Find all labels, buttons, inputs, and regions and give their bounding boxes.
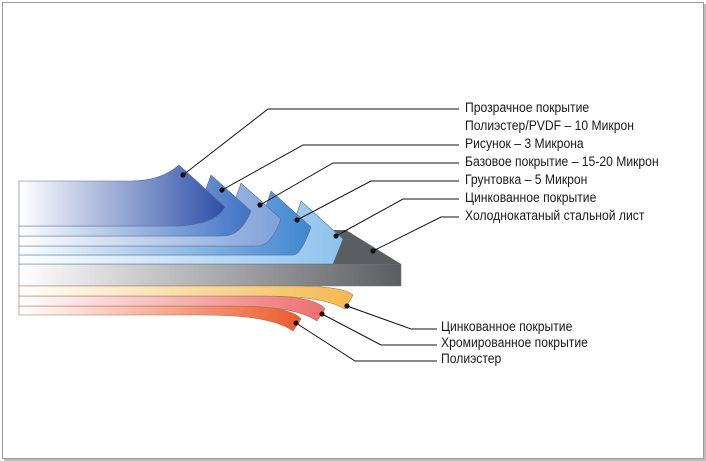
leader-line-top-5: [372, 216, 459, 252]
leader-line-top-4: [335, 198, 459, 237]
layer-polyester_bottom: [18, 305, 302, 332]
label-zinc-bottom: Цинкованное покрытие: [441, 319, 573, 334]
leader-dot-top-5: [370, 248, 376, 254]
leader-line-top-0: [182, 108, 459, 176]
label-clear-coat: Прозрачное покрытие: [465, 100, 590, 115]
label-chrome: Хромированное покрытие: [441, 335, 588, 350]
layer-chrome: [18, 295, 326, 322]
leader-line-top-2: [259, 162, 459, 206]
leader-dot-top-1: [219, 187, 225, 193]
layers-illustration: [18, 108, 459, 362]
label-steel-sheet: Холоднокатаный стальной лист: [465, 208, 645, 223]
leader-line-top-1: [221, 144, 459, 191]
leader-dot-bottom-0: [344, 303, 350, 309]
label-polyester-pvdf: Полиэстер/PVDF – 10 Микрон: [465, 118, 634, 133]
leader-dot-top-0: [180, 172, 186, 178]
leader-dot-top-2: [257, 202, 263, 208]
leader-dot-top-4: [333, 233, 339, 239]
leader-line-bottom-1: [321, 313, 437, 346]
leader-dot-top-3: [294, 217, 300, 223]
label-base-coat: Базовое покрытие – 15-20 Микрон: [465, 154, 659, 169]
leader-line-top-3: [296, 180, 459, 221]
label-pattern: Рисунок – 3 Микрона: [465, 136, 584, 151]
label-polyester-bottom: Полиэстер: [441, 351, 502, 366]
layer-clear_coat: [18, 164, 226, 227]
layer-zinc_bottom: [18, 285, 354, 310]
steel-sheet-layer: [18, 263, 402, 287]
leader-dot-bottom-1: [319, 311, 325, 317]
leader-line-bottom-0: [346, 305, 437, 330]
label-primer: Грунтовка – 5 Микрон: [465, 172, 588, 187]
leader-line-bottom-2: [295, 322, 437, 362]
leader-dot-bottom-2: [293, 320, 299, 326]
label-zinc-top: Цинкованное покрытие: [465, 190, 597, 205]
